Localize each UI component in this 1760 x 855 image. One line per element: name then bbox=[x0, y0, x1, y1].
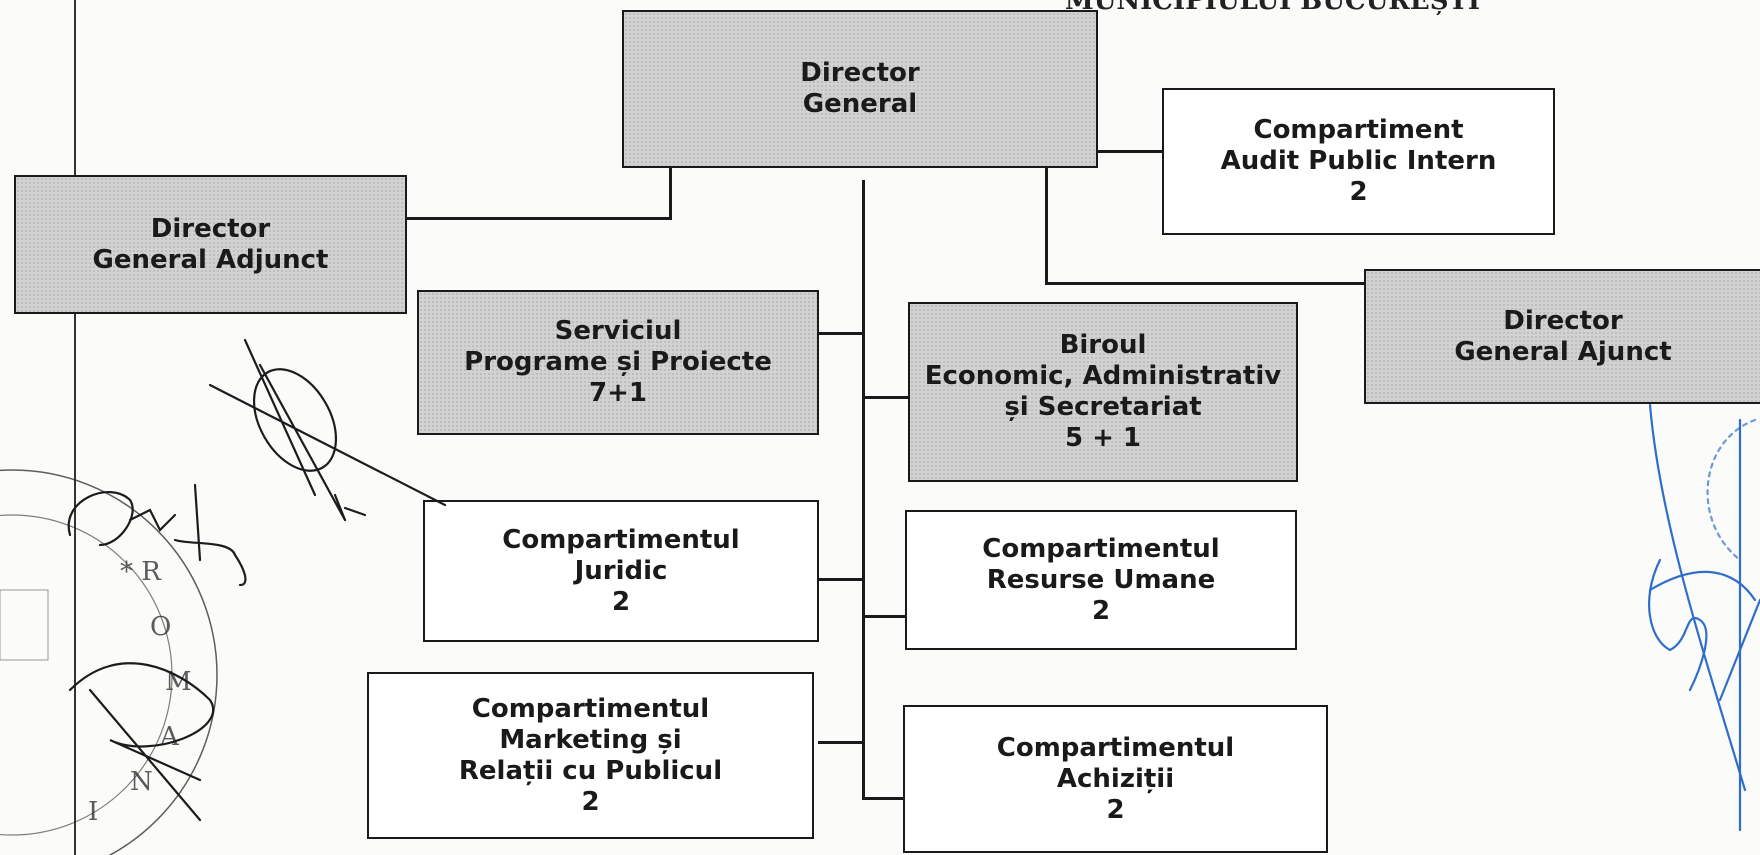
box-achizitii-line2: Achiziții bbox=[1056, 763, 1175, 794]
box-audit-line2: Audit Public Intern bbox=[1220, 146, 1497, 176]
box-biroul-line2: Economic, Administrativ bbox=[924, 361, 1282, 391]
box-serviciul-programe-si-proiecte: Serviciul Programe și Proiecte 7+1 bbox=[417, 290, 819, 435]
connector-line bbox=[818, 332, 865, 335]
box-compartimentul-resurse-umane: Compartimentul Resurse Umane 2 bbox=[905, 510, 1297, 650]
box-biroul-economic-administrativ: Biroul Economic, Administrativ și Secret… bbox=[908, 302, 1298, 482]
box-achizitii-count: 2 bbox=[1106, 794, 1125, 825]
box-director-general-line2: General bbox=[802, 89, 918, 119]
connector-line bbox=[406, 217, 672, 220]
box-audit-line1: Compartiment bbox=[1253, 115, 1464, 145]
box-audit-count: 2 bbox=[1349, 177, 1368, 207]
box-director-general-ajunct-right-line2: General Ajunct bbox=[1454, 336, 1672, 367]
box-biroul-count: 5 + 1 bbox=[1064, 423, 1142, 453]
connector-line bbox=[862, 180, 865, 800]
box-director-general: Director General bbox=[622, 10, 1098, 168]
box-compartimentul-marketing: Compartimentul Marketing și Relații cu P… bbox=[367, 672, 814, 839]
box-biroul-line3: și Secretariat bbox=[1004, 392, 1202, 422]
box-marketing-line1: Compartimentul bbox=[471, 693, 710, 724]
box-resurse-umane-line1: Compartimentul bbox=[982, 533, 1220, 564]
svg-text:I: I bbox=[88, 797, 98, 827]
box-biroul-line1: Biroul bbox=[1059, 330, 1147, 360]
connector-line bbox=[862, 615, 908, 618]
page-margin-rule bbox=[74, 0, 76, 855]
svg-text:A: A bbox=[159, 722, 180, 752]
box-director-general-ajunct-right-line1: Director bbox=[1503, 305, 1623, 336]
box-director-general-line1: Director bbox=[800, 58, 920, 88]
svg-text:N: N bbox=[130, 767, 153, 797]
page-header-text: MUNICIPIULUI BUCUREȘTI bbox=[1064, 0, 1480, 16]
box-juridic-line1: Compartimentul bbox=[502, 524, 740, 555]
connector-line bbox=[1045, 164, 1048, 285]
connector-line bbox=[818, 741, 865, 744]
svg-text:* R: * R bbox=[120, 557, 162, 587]
box-marketing-count: 2 bbox=[581, 786, 600, 817]
box-director-general-ajunct-right: Director General Ajunct bbox=[1364, 269, 1760, 404]
box-serviciul-count: 7+1 bbox=[589, 378, 647, 408]
connector-line bbox=[1095, 150, 1163, 153]
box-achizitii-line1: Compartimentul bbox=[996, 732, 1235, 763]
box-marketing-line2: Marketing și bbox=[499, 724, 682, 755]
connector-line bbox=[669, 164, 672, 220]
box-serviciul-line1: Serviciul bbox=[554, 316, 682, 346]
handwritten-signature-left bbox=[67, 338, 447, 822]
connector-line bbox=[862, 797, 908, 800]
svg-text:O: O bbox=[150, 612, 171, 642]
box-marketing-line3: Relații cu Publicul bbox=[458, 755, 723, 786]
connector-line bbox=[862, 396, 908, 399]
box-compartimentul-achizitii: Compartimentul Achiziții 2 bbox=[903, 705, 1328, 853]
official-stamp: * R O M A N I bbox=[0, 469, 218, 855]
box-director-general-adjunct-left-line1: Director bbox=[150, 213, 271, 244]
box-serviciul-line2: Programe și Proiecte bbox=[464, 347, 772, 377]
box-director-general-adjunct-left-line2: General Adjunct bbox=[92, 244, 329, 275]
connector-line bbox=[1045, 282, 1367, 285]
box-juridic-count: 2 bbox=[611, 586, 631, 617]
box-resurse-umane-count: 2 bbox=[1091, 595, 1111, 626]
box-compartiment-audit-public-intern: Compartiment Audit Public Intern 2 bbox=[1162, 88, 1555, 235]
box-director-general-adjunct-left: Director General Adjunct bbox=[14, 175, 407, 314]
handwritten-signature-right bbox=[1648, 403, 1760, 832]
box-resurse-umane-line2: Resurse Umane bbox=[986, 564, 1216, 595]
box-juridic-line2: Juridic bbox=[574, 555, 668, 586]
connector-line bbox=[818, 578, 865, 581]
box-compartimentul-juridic: Compartimentul Juridic 2 bbox=[423, 500, 819, 642]
